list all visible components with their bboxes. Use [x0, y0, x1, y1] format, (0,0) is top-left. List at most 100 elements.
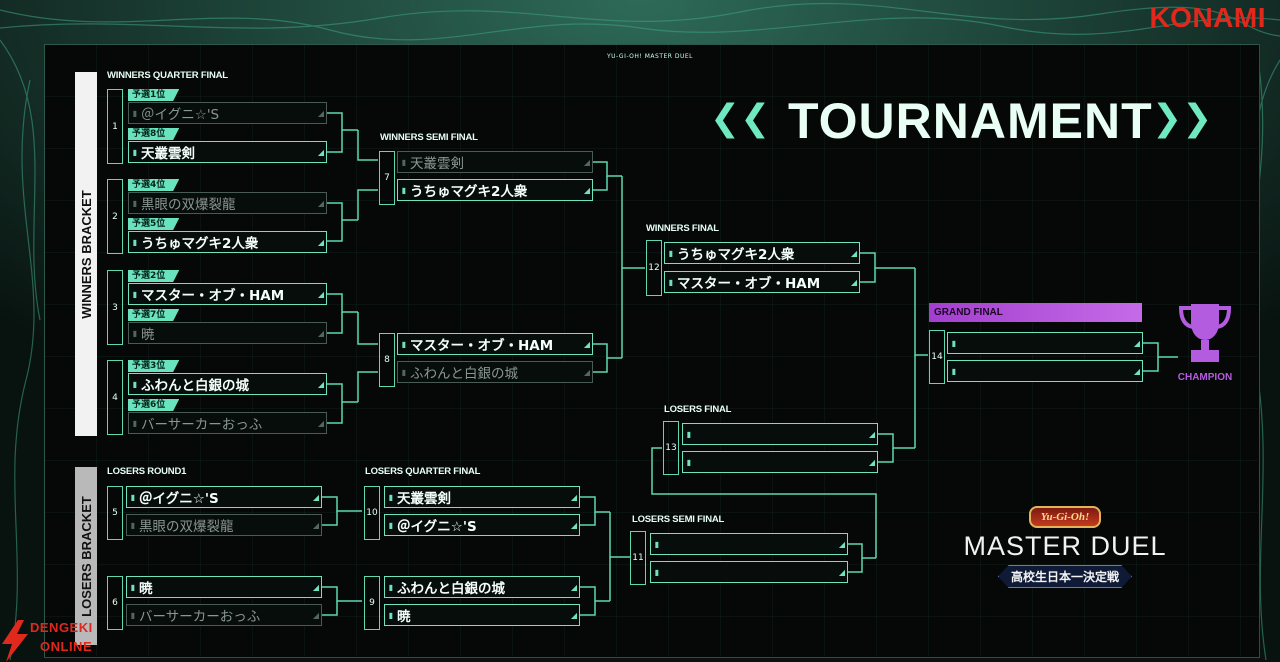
corner-notch-icon: ◢ [317, 289, 324, 299]
slot-match3-player1[interactable]: ▮ マスター・オブ・HAM ◢ [128, 283, 327, 305]
corner-notch-icon: ◢ [312, 520, 319, 530]
section-losers-quarter-final: LOSERS QUARTER FINAL [365, 466, 481, 477]
slot-marker-icon: ▮ [388, 520, 394, 530]
champion-block: CHAMPION [1168, 300, 1242, 383]
match-number-8: 8 [379, 333, 395, 387]
seed-tag: 予選3位 [128, 360, 180, 372]
slot-marker-icon: ▮ [388, 610, 394, 620]
slot-match4-player2[interactable]: ▮ バーサーカーおっふ ◢ [128, 412, 327, 434]
slot-marker-icon: ▮ [132, 289, 138, 299]
slot-match2-player2[interactable]: ▮ うちゅマグキ2人衆 ◢ [128, 231, 327, 253]
header-small-text: YU-GI-OH! MASTER DUEL [606, 53, 693, 60]
slot-match6-player1[interactable]: ▮ 暁 ◢ [126, 576, 322, 598]
slot-marker-icon: ▮ [132, 108, 138, 118]
slot-match13-player2[interactable]: ▮ ◢ [682, 451, 878, 473]
slot-marker-icon: ▮ [132, 147, 138, 157]
corner-notch-icon: ◢ [570, 610, 577, 620]
slot-marker-icon: ▮ [130, 492, 136, 502]
slot-marker-icon: ▮ [132, 198, 138, 208]
slot-match11-player1[interactable]: ▮ ◢ [650, 533, 848, 555]
slot-marker-icon: ▮ [951, 338, 957, 348]
slot-match11-player2[interactable]: ▮ ◢ [650, 561, 848, 583]
master-duel-logo: Yu-Gi-Oh! MASTER DUEL 高校生日本一決定戦 [960, 505, 1170, 588]
slot-match12-player1[interactable]: ▮ うちゅマグキ2人衆 ◢ [664, 242, 860, 264]
match-number-9: 9 [364, 576, 380, 630]
match-number-2: 2 [107, 179, 123, 254]
slot-match10-player2[interactable]: ▮ ＠イグニ☆'S ◢ [384, 514, 580, 536]
section-losers-final: LOSERS FINAL [664, 404, 732, 415]
slot-match9-player1[interactable]: ▮ ふわんと白銀の城 ◢ [384, 576, 580, 598]
corner-notch-icon: ◢ [317, 418, 324, 428]
page-title: TOURNAMENT [788, 93, 1153, 149]
corner-notch-icon: ◢ [317, 379, 324, 389]
match-number-12: 12 [646, 240, 662, 296]
player-name: 暁 [141, 327, 155, 343]
corner-notch-icon: ◢ [570, 582, 577, 592]
losers-bracket-label: LOSERS BRACKET [75, 467, 97, 645]
corner-notch-icon: ◢ [583, 157, 590, 167]
slot-marker-icon: ▮ [668, 248, 674, 258]
match-number-6: 6 [107, 576, 123, 630]
slot-match2-player1[interactable]: ▮ 黒眼の双爆裂龍 ◢ [128, 192, 327, 214]
seed-tag: 予選4位 [128, 179, 180, 191]
player-name: ＠イグニ☆'S [141, 107, 220, 123]
corner-notch-icon: ◢ [868, 429, 875, 439]
player-name: 黒眼の双爆裂龍 [141, 197, 236, 213]
title-block: ❮❮ TOURNAMENT ❯❯ [710, 92, 1212, 152]
corner-notch-icon: ◢ [317, 237, 324, 247]
slot-match3-player2[interactable]: ▮ 暁 ◢ [128, 322, 327, 344]
corner-notch-icon: ◢ [312, 582, 319, 592]
match-number-10: 10 [364, 486, 380, 540]
corner-notch-icon: ◢ [850, 277, 857, 287]
slot-match5-player2[interactable]: ▮ 黒眼の双爆裂龍 ◢ [126, 514, 322, 536]
slot-match4-player1[interactable]: ▮ ふわんと白銀の城 ◢ [128, 373, 327, 395]
slot-match10-player1[interactable]: ▮ 天叢雲剣 ◢ [384, 486, 580, 508]
slot-marker-icon: ▮ [668, 277, 674, 287]
corner-notch-icon: ◢ [583, 185, 590, 195]
corner-notch-icon: ◢ [1133, 366, 1140, 376]
slot-match7-player2[interactable]: ▮ うちゅマグキ2人衆 ◢ [397, 179, 593, 201]
slot-match8-player1[interactable]: ▮ マスター・オブ・HAM ◢ [397, 333, 593, 355]
match-number-5: 5 [107, 486, 123, 540]
slot-match14-player1[interactable]: ▮ ◢ [947, 332, 1143, 354]
slot-marker-icon: ▮ [130, 582, 136, 592]
match-number-13: 13 [663, 421, 679, 475]
slot-marker-icon: ▮ [132, 328, 138, 338]
slot-match14-player2[interactable]: ▮ ◢ [947, 360, 1143, 382]
slot-match8-player2[interactable]: ▮ ふわんと白銀の城 ◢ [397, 361, 593, 383]
slot-marker-icon: ▮ [401, 367, 407, 377]
slot-marker-icon: ▮ [686, 429, 692, 439]
section-winners-final: WINNERS FINAL [646, 223, 719, 234]
section-grand-final: GRAND FINAL [929, 303, 1142, 322]
slot-marker-icon: ▮ [132, 418, 138, 428]
chevron-left-icon: ❮❮ [710, 98, 771, 139]
player-name: マスター・オブ・HAM [141, 288, 285, 304]
section-winners-semi-final: WINNERS SEMI FINAL [380, 132, 478, 143]
slot-match1-player1[interactable]: ▮ ＠イグニ☆'S ◢ [128, 102, 327, 124]
seed-tag: 予選6位 [128, 399, 180, 411]
match-number-4: 4 [107, 360, 123, 435]
slot-match12-player2[interactable]: ▮ マスター・オブ・HAM ◢ [664, 271, 860, 293]
player-name: うちゅマグキ2人衆 [677, 247, 795, 263]
match-number-11: 11 [630, 531, 646, 585]
match-number-3: 3 [107, 270, 123, 345]
slot-marker-icon: ▮ [130, 610, 136, 620]
player-name: マスター・オブ・HAM [677, 276, 821, 292]
champion-label: CHAMPION [1177, 372, 1233, 383]
slot-match1-player2[interactable]: ▮ 天叢雲剣 ◢ [128, 141, 327, 163]
trophy-icon [1178, 304, 1232, 362]
section-winners-quarter-final: WINNERS QUARTER FINAL [107, 70, 228, 81]
slot-marker-icon: ▮ [130, 520, 136, 530]
seed-tag: 予選1位 [128, 89, 180, 101]
slot-match6-player2[interactable]: ▮ バーサーカーおっふ ◢ [126, 604, 322, 626]
slot-match13-player1[interactable]: ▮ ◢ [682, 423, 878, 445]
slot-marker-icon: ▮ [401, 157, 407, 167]
seed-tag: 予選2位 [128, 270, 180, 282]
player-name: ふわんと白銀の城 [397, 581, 505, 597]
slot-marker-icon: ▮ [388, 582, 394, 592]
corner-notch-icon: ◢ [850, 248, 857, 258]
player-name: 暁 [139, 581, 153, 597]
slot-match9-player2[interactable]: ▮ 暁 ◢ [384, 604, 580, 626]
slot-match7-player1[interactable]: ▮ 天叢雲剣 ◢ [397, 151, 593, 173]
slot-match5-player1[interactable]: ▮ ＠イグニ☆'S ◢ [126, 486, 322, 508]
